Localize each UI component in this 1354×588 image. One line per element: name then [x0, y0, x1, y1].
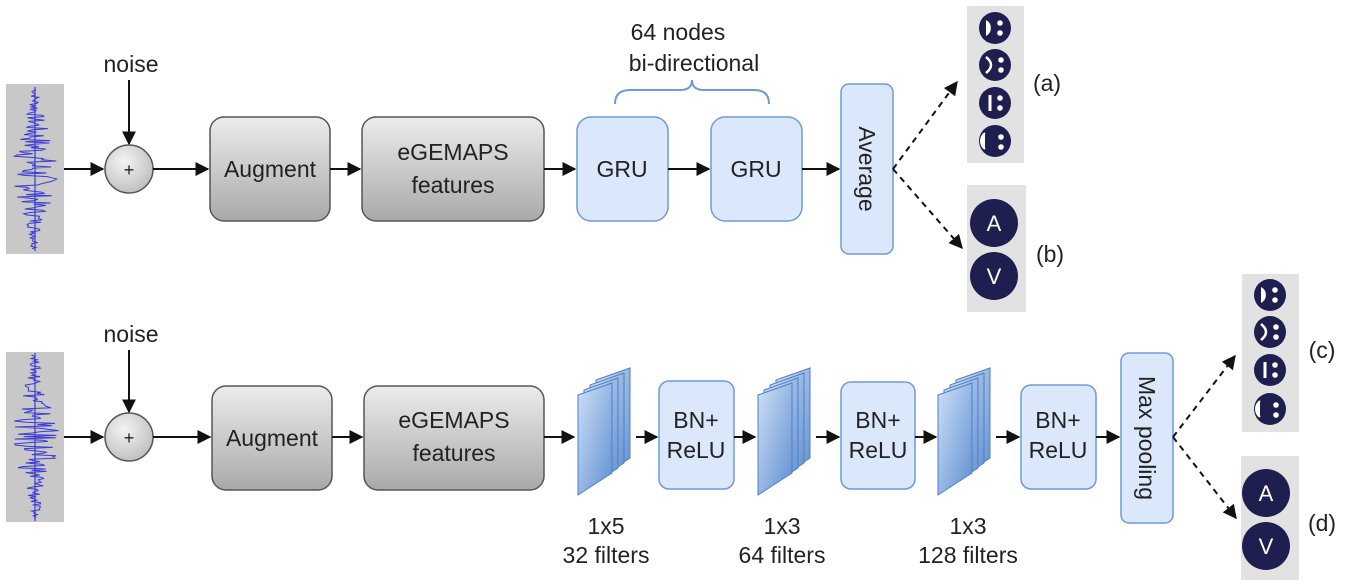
valence-label: V — [987, 264, 1002, 289]
relu-label-2: ReLU — [849, 437, 908, 463]
valence-label: V — [1259, 534, 1274, 559]
bn-relu-block-2 — [840, 381, 916, 490]
egemaps-label: eGEMAPS — [397, 139, 508, 165]
pipeline-b: noise + Augment eGEMAPS features 1x5 32 … — [6, 274, 1336, 580]
gru-label-1: GRU — [596, 156, 647, 182]
augment-label: Augment — [226, 425, 319, 451]
waveform-icon — [6, 84, 64, 254]
bn-relu-block-1 — [658, 380, 735, 490]
augment-label: Augment — [224, 156, 317, 182]
conv2-filters-label: 64 filters — [739, 542, 826, 568]
conv1-kernel-label: 1x5 — [587, 513, 624, 539]
happy-face-icon — [1254, 279, 1286, 311]
average-label: Average — [854, 126, 880, 211]
max-pooling-label: Max pooling — [1134, 376, 1160, 500]
happy-face-icon — [979, 12, 1011, 44]
egemaps-block — [361, 116, 545, 222]
arousal-icon — [970, 199, 1018, 247]
gru-brace — [614, 79, 770, 105]
bn-label-2: BN+ — [855, 407, 900, 433]
brace-label-direction: bi-directional — [629, 50, 759, 76]
noise-label: noise — [104, 51, 159, 77]
output-label-a: (a) — [1033, 70, 1061, 96]
bn-label-3: BN+ — [1035, 407, 1080, 433]
output-label-b: (b) — [1036, 241, 1064, 267]
plus-symbol: + — [124, 428, 135, 448]
conv-layer-3-icon — [937, 367, 991, 496]
angry-face-icon — [979, 125, 1011, 157]
sad-face-icon — [1254, 316, 1286, 348]
arousal-icon — [1242, 469, 1290, 517]
neutral-face-icon — [979, 87, 1011, 119]
features-label: features — [411, 172, 494, 198]
brace-label-nodes: 64 nodes — [631, 19, 726, 45]
sad-face-icon — [979, 49, 1011, 81]
features-label: features — [412, 440, 495, 466]
angry-face-icon — [1254, 393, 1286, 425]
conv2-kernel-label: 1x3 — [763, 513, 800, 539]
noise-label: noise — [104, 321, 159, 347]
gru-label-2: GRU — [730, 156, 781, 182]
conv1-filters-label: 32 filters — [563, 542, 650, 568]
output-label-c: (c) — [1309, 337, 1336, 363]
waveform-icon — [6, 352, 64, 522]
plus-symbol: + — [124, 160, 135, 180]
output-label-d: (d) — [1308, 510, 1336, 536]
conv-layer-1-icon — [577, 367, 631, 496]
egemaps-block — [363, 385, 545, 491]
relu-label-1: ReLU — [667, 437, 726, 463]
conv3-filters-label: 128 filters — [918, 542, 1018, 568]
arousal-label: A — [987, 211, 1002, 236]
conv3-kernel-label: 1x3 — [949, 513, 986, 539]
pipeline-a: noise + Augment eGEMAPS features GRU GRU… — [6, 6, 1064, 312]
valence-icon — [1242, 522, 1290, 570]
bn-label-1: BN+ — [673, 407, 718, 433]
neutral-face-icon — [1254, 354, 1286, 386]
valence-icon — [970, 252, 1018, 300]
egemaps-label: eGEMAPS — [398, 407, 509, 433]
conv-layer-2-icon — [757, 367, 811, 496]
arousal-label: A — [1259, 481, 1274, 506]
relu-label-3: ReLU — [1029, 437, 1088, 463]
